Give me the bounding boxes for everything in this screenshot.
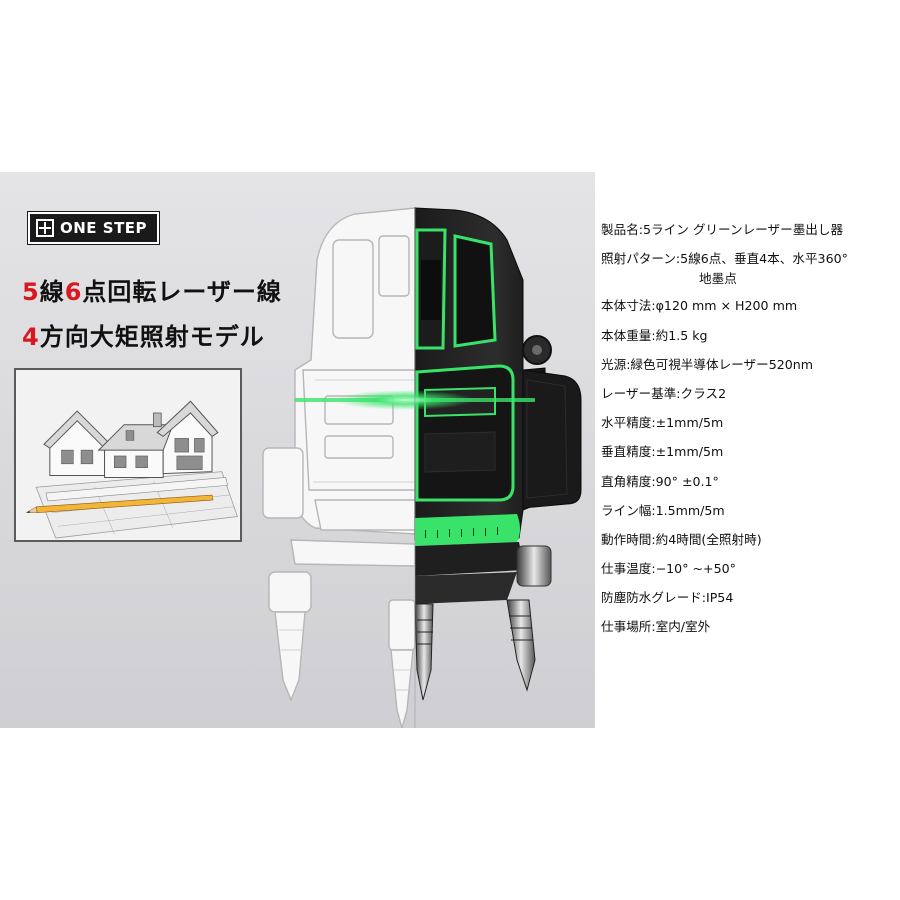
headline-line-2: 4方向大矩照射モデル (22, 317, 265, 352)
house-sketch-image (14, 368, 242, 542)
spec-list: 製品名:5ライン グリーンレーザー墨出し器 照射パターン:5線6点、垂直4本、水… (601, 215, 900, 642)
headline-text: 点回転レーザー線 (82, 278, 282, 306)
headline-text: 方向大矩照射モデル (39, 323, 265, 351)
headline-line-1: 5線6点回転レーザー線 (22, 272, 282, 307)
spec-light-source: 光源:緑色可視半導体レーザー520nm (601, 356, 813, 372)
house-sketch-illustration (16, 370, 240, 540)
spec-laser-class: レーザー基準:クラス2 (601, 385, 727, 401)
spec-operating-temperature: 仕事温度:−10° ~+50° (601, 561, 736, 577)
headline-number: 4 (22, 323, 40, 351)
brand-logo-text: ONE STEP (60, 219, 148, 237)
grid-icon (36, 219, 54, 237)
spec-weight: 本体重量:約1.5 kg (601, 327, 708, 343)
spec-product-name: 製品名:5ライン グリーンレーザー墨出し器 (601, 222, 844, 237)
spec-operating-time: 動作時間:約4時間(全照射時) (601, 531, 762, 547)
product-banner: ONE STEP 5線6点回転レーザー線 4方向大矩照射モデル (0, 172, 595, 728)
spec-ip-rating: 防塵防水グレード:IP54 (601, 590, 734, 606)
laser-level-illustration (262, 207, 582, 728)
spec-irradiation-pattern-cont: 地墨点 (699, 271, 737, 287)
spec-horizontal-accuracy: 水平精度:±1mm/5m (601, 415, 724, 431)
spec-work-location: 仕事場所:室内/室外 (601, 619, 711, 635)
brand-logo: ONE STEP (28, 212, 160, 244)
headline-number: 5 (22, 278, 40, 306)
headline-text: 線 (39, 278, 65, 306)
spec-vertical-accuracy: 垂直精度:±1mm/5m (601, 444, 724, 460)
spec-line-width: ライン幅:1.5mm/5m (601, 502, 725, 518)
laser-level-device-image (255, 200, 595, 728)
spec-right-angle-accuracy: 直角精度:90° ±0.1° (601, 473, 719, 489)
spec-irradiation-pattern: 照射パターン:5線6点、垂直4本、水平360° (601, 251, 848, 267)
spec-dimensions: 本体寸法:φ120 mm × H200 mm (601, 298, 798, 314)
headline-number: 6 (64, 278, 83, 306)
